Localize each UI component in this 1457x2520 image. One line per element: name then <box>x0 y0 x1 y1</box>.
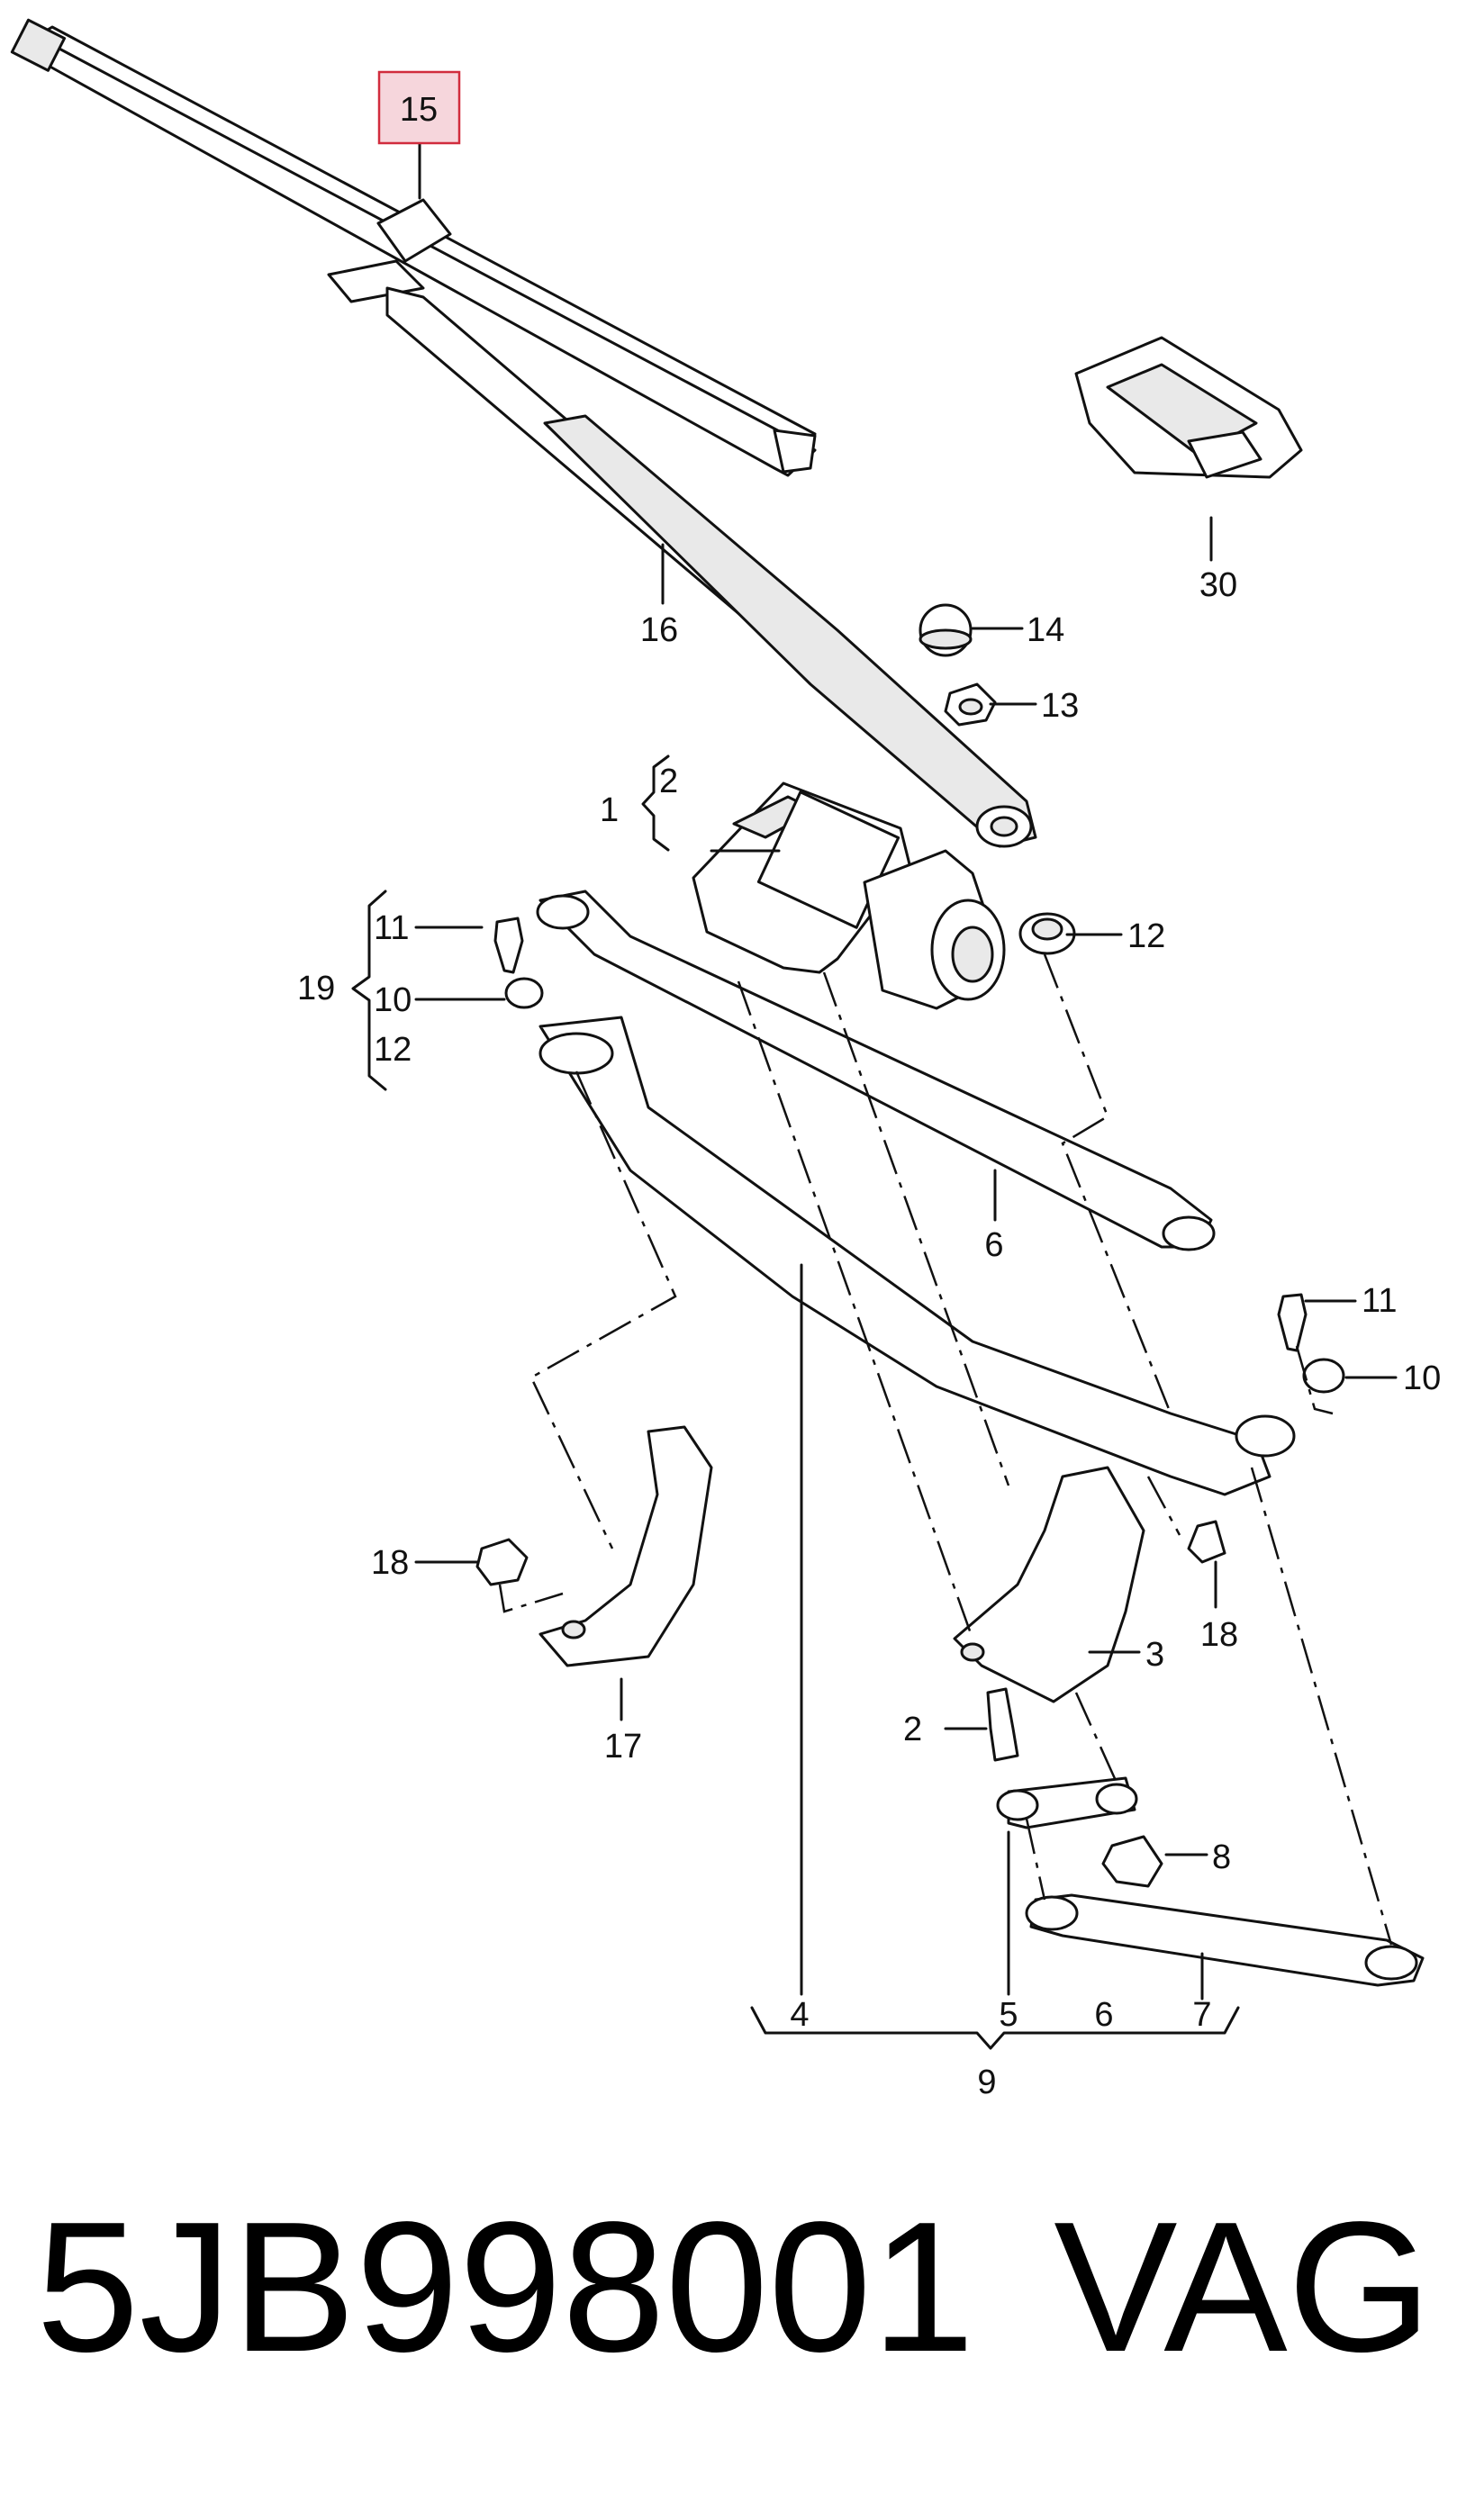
nut-part[interactable] <box>944 682 997 727</box>
brand: VAG <box>1054 2183 1432 2390</box>
label-2-top: 2 <box>659 763 678 800</box>
wiper-arm-part[interactable] <box>327 259 1037 848</box>
bolt-2-part[interactable] <box>986 1687 1019 1762</box>
nut-18-left-part[interactable] <box>475 1538 529 1586</box>
label-11-left: 11 <box>374 909 409 947</box>
assembly-lines <box>498 953 1393 1946</box>
label-1: 1 <box>600 791 619 829</box>
label-10-right: 10 <box>1403 1359 1441 1397</box>
callout-labels: 15 16 30 14 13 2 1 12 11 19 10 12 6 11 1… <box>297 91 1441 2101</box>
label-4: 4 <box>790 1996 809 2034</box>
nut-10-left-part[interactable] <box>504 977 544 1009</box>
label-18-left: 18 <box>371 1544 409 1582</box>
cap-part[interactable] <box>919 603 973 657</box>
nut-8-part[interactable] <box>1101 1835 1163 1888</box>
bracket-right-part[interactable] <box>953 1466 1145 1703</box>
label-17: 17 <box>604 1728 642 1766</box>
linkage-rod-upper-part[interactable] <box>536 890 1216 1251</box>
wiper-blade-part[interactable] <box>10 18 817 477</box>
label-10-left: 10 <box>374 981 412 1019</box>
bolt-part[interactable] <box>493 917 524 974</box>
bolt-right-part[interactable] <box>1277 1293 1308 1352</box>
label-15: 15 <box>400 91 438 129</box>
label-6-mid: 6 <box>984 1226 1003 1264</box>
label-7: 7 <box>1192 1996 1211 2034</box>
label-12-right: 12 <box>1127 917 1165 955</box>
wiper-motor-part[interactable] <box>692 781 1006 1010</box>
wiper-frame-part[interactable] <box>538 1016 1296 1496</box>
label-13: 13 <box>1041 687 1079 725</box>
label-6-bottom: 6 <box>1094 1996 1113 2034</box>
label-5: 5 <box>999 1996 1018 2034</box>
label-9: 9 <box>977 2064 996 2101</box>
leader-lines <box>351 142 1398 2050</box>
clip-18-right-part[interactable] <box>1187 1520 1226 1564</box>
label-19: 19 <box>297 970 335 1007</box>
label-18-right: 18 <box>1200 1616 1238 1654</box>
crank-part[interactable] <box>996 1776 1138 1829</box>
linkage-rod-lower-part[interactable] <box>1025 1893 1425 1987</box>
label-14: 14 <box>1027 611 1064 649</box>
label-3: 3 <box>1145 1636 1164 1674</box>
part-number-caption: 5JB998001 VAG <box>36 2179 1432 2395</box>
label-30: 30 <box>1199 566 1237 604</box>
grommet-part[interactable] <box>1018 912 1076 955</box>
nut-10-right-part[interactable] <box>1302 1358 1345 1394</box>
bracket-left-part[interactable] <box>538 1425 713 1667</box>
label-12-left: 12 <box>374 1031 412 1069</box>
label-16: 16 <box>640 611 678 649</box>
label-2-bottom: 2 <box>903 1711 922 1748</box>
washer-pump-part[interactable] <box>1074 336 1303 479</box>
highlight-box <box>377 70 461 145</box>
label-11-right: 11 <box>1362 1282 1397 1320</box>
part-number: 5JB998001 <box>36 2183 975 2390</box>
label-8: 8 <box>1212 1838 1231 1876</box>
